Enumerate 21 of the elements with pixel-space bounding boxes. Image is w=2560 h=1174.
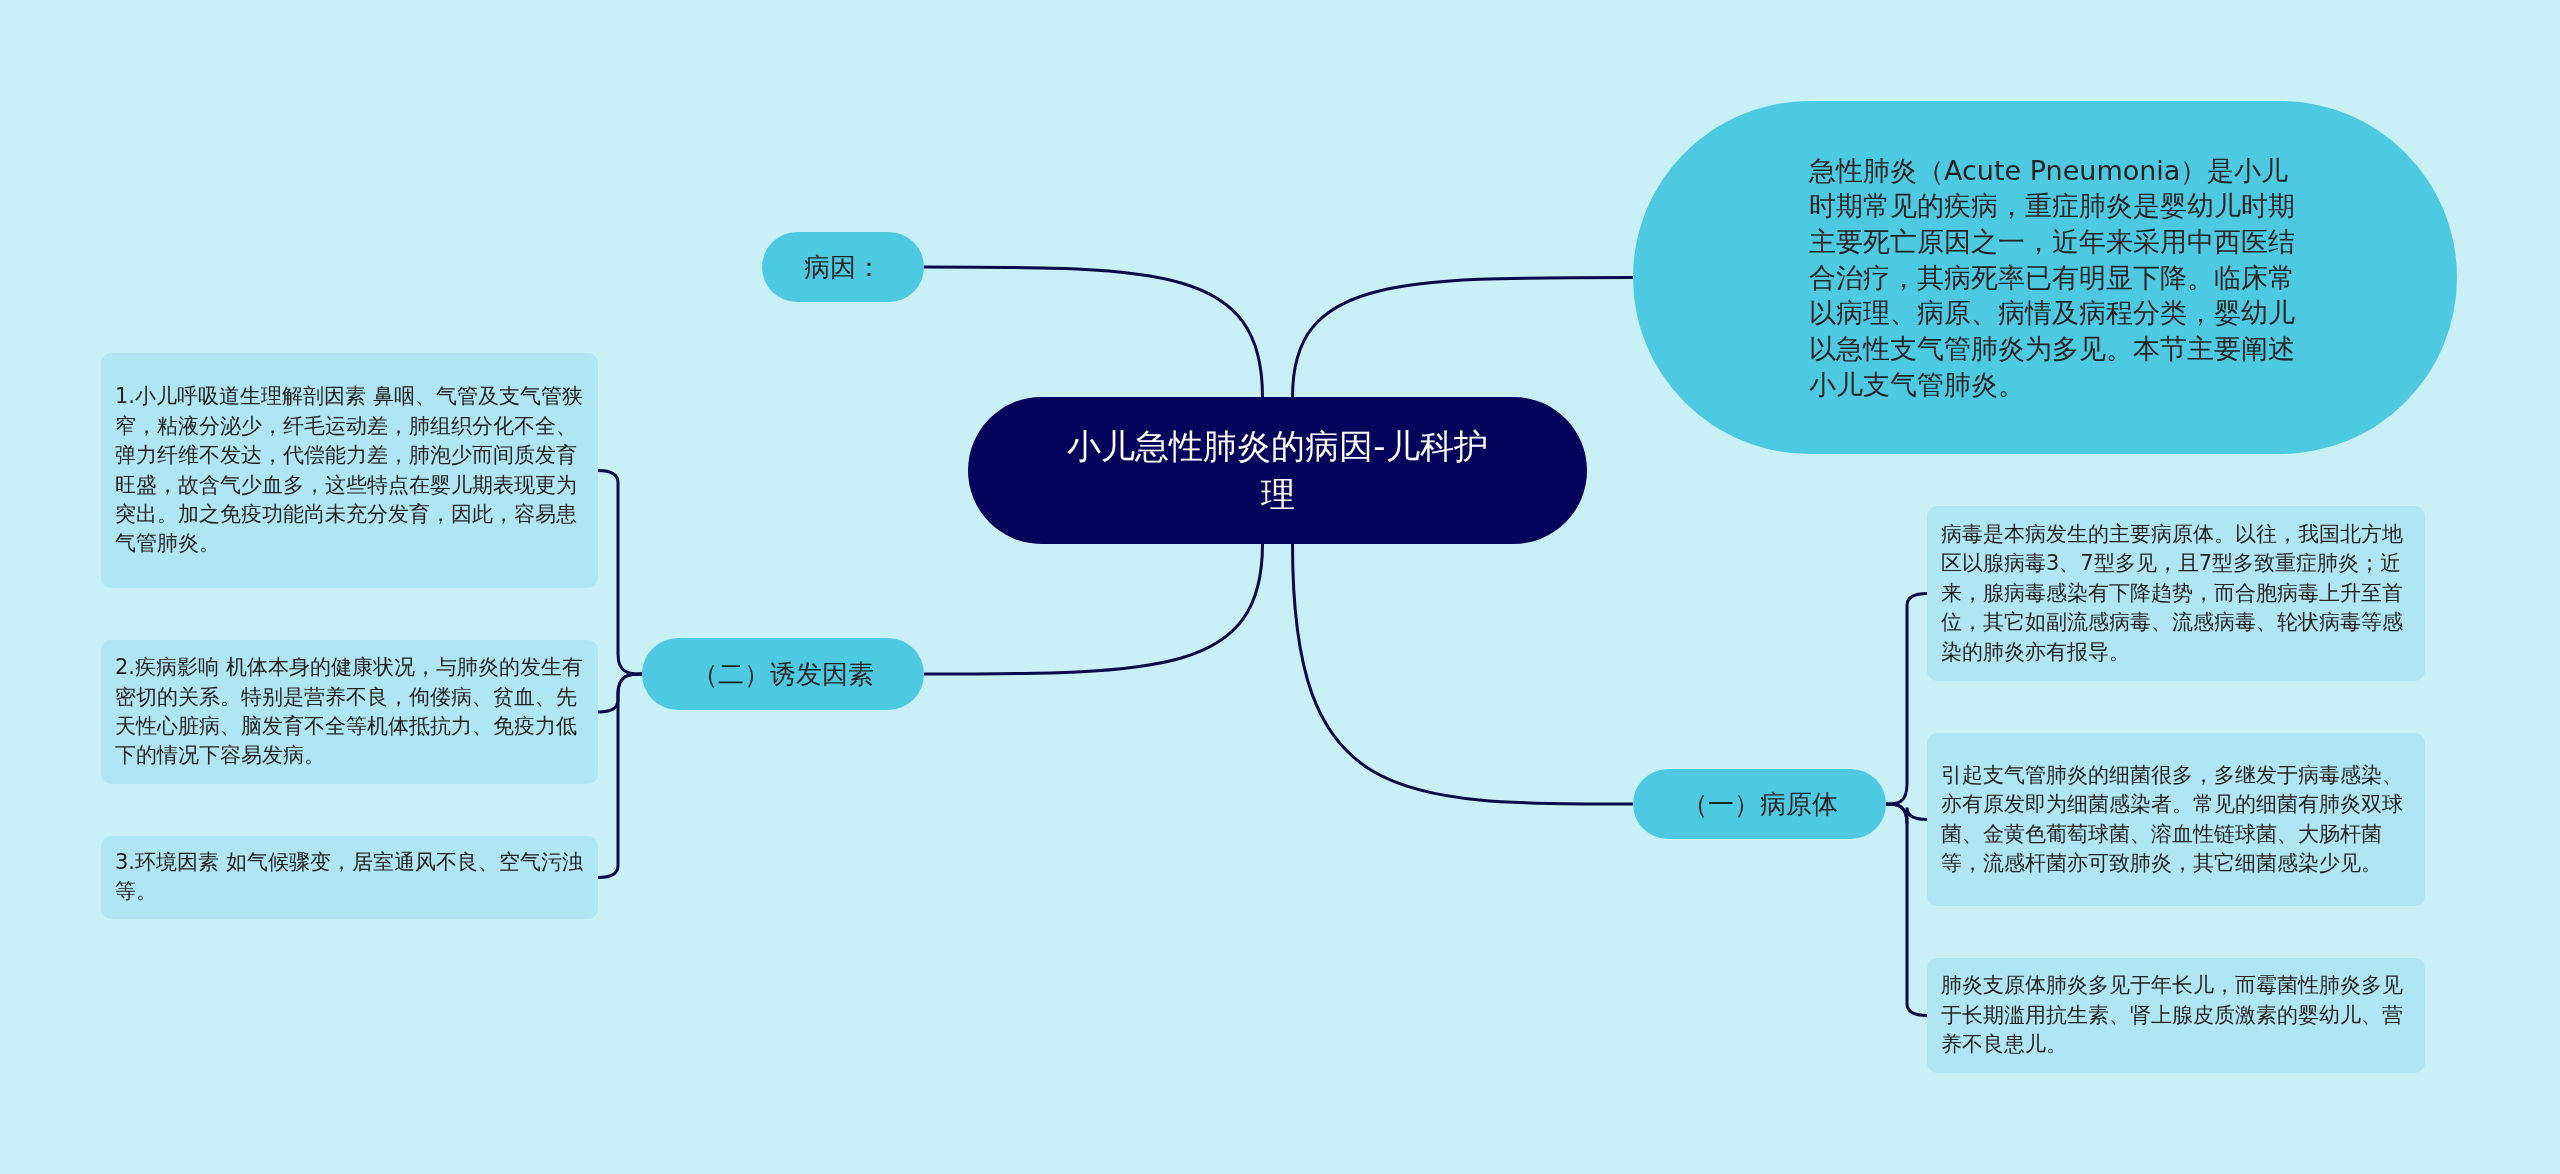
topic-text: （一）病原体	[1681, 787, 1838, 821]
topic-text: 肺炎支原体肺炎多见于年长儿，而霉菌性肺炎多见于长期滥用抗生素、肾上腺皮质激素的婴幼儿、营养不良患儿。	[1941, 972, 2404, 1059]
topic-text: 引起支气管肺炎的细菌很多，多继发于病毒感染、亦有原发即为细菌感染者。常见的细菌有肺炎双球菌、金黄色葡萄球菌、溶血性链球菌、大肠杆菌等，流感杆菌亦可致肺炎，其它细菌感染少见。	[1941, 761, 2404, 877]
topic-text: （二）诱发因素	[692, 657, 874, 691]
topic-text: 3.环境因素 如气候骤变，居室通风不良、空气污浊等。	[115, 849, 584, 906]
topic-text: 2.疾病影响 机体本身的健康状况，与肺炎的发生有密切的关系。特别是营养不良，佝偻病、贫血、先天性心脏病、脑发育不全等机体抵抗力、免疫力低下的情况下容易发病。	[115, 654, 584, 770]
note-card	[101, 640, 598, 784]
note-card	[1927, 733, 2425, 906]
topic-text: 1.小儿呼吸道生理解剖因素 鼻咽、气管及支气管狭窄，粘液分泌少，纤毛运动差，肺组织分化不全、弹力纤维不发达，代偿能力差，肺泡少而间质发育旺盛，故含气少血多，这些特点在婴儿期表现更为突出。加之免疫功能尚未充分发育，因此，容易患气管肺炎。	[115, 383, 584, 558]
note-card	[1927, 958, 2425, 1073]
topic-text: 病因：	[804, 250, 882, 284]
note-card	[101, 353, 598, 588]
connector-line	[924, 265, 1264, 398]
note-card	[1927, 506, 2425, 681]
note-card	[101, 836, 598, 919]
connector-line	[1291, 276, 1633, 398]
connector-line	[1291, 543, 1633, 806]
topic-text: 急性肺炎（Acute Pneumonia）是小儿时期常见的疾病，重症肺炎是婴幼儿时期主要死亡原因之一，近年来采用中西医结合治疗，其病死率已有明显下降。临床常以病理、病原、病情及病程分类，婴幼儿以急性支气管肺炎为多见。本节主要阐述小儿支气管肺炎。	[1809, 153, 2296, 402]
connector-line	[924, 543, 1264, 676]
topic-title: 小儿急性肺炎的病因-儿科护理	[1066, 424, 1489, 516]
topic-text: 病毒是本病发生的主要病原体。以往，我国北方地区以腺病毒3、7型多见，且7型多致重症肺炎；近来，腺病毒感染有下降趋势，而合胞病毒上升至首位，其它如副流感病毒、流感病毒、轮状病毒等感染的肺炎亦有报导。	[1941, 521, 2404, 666]
